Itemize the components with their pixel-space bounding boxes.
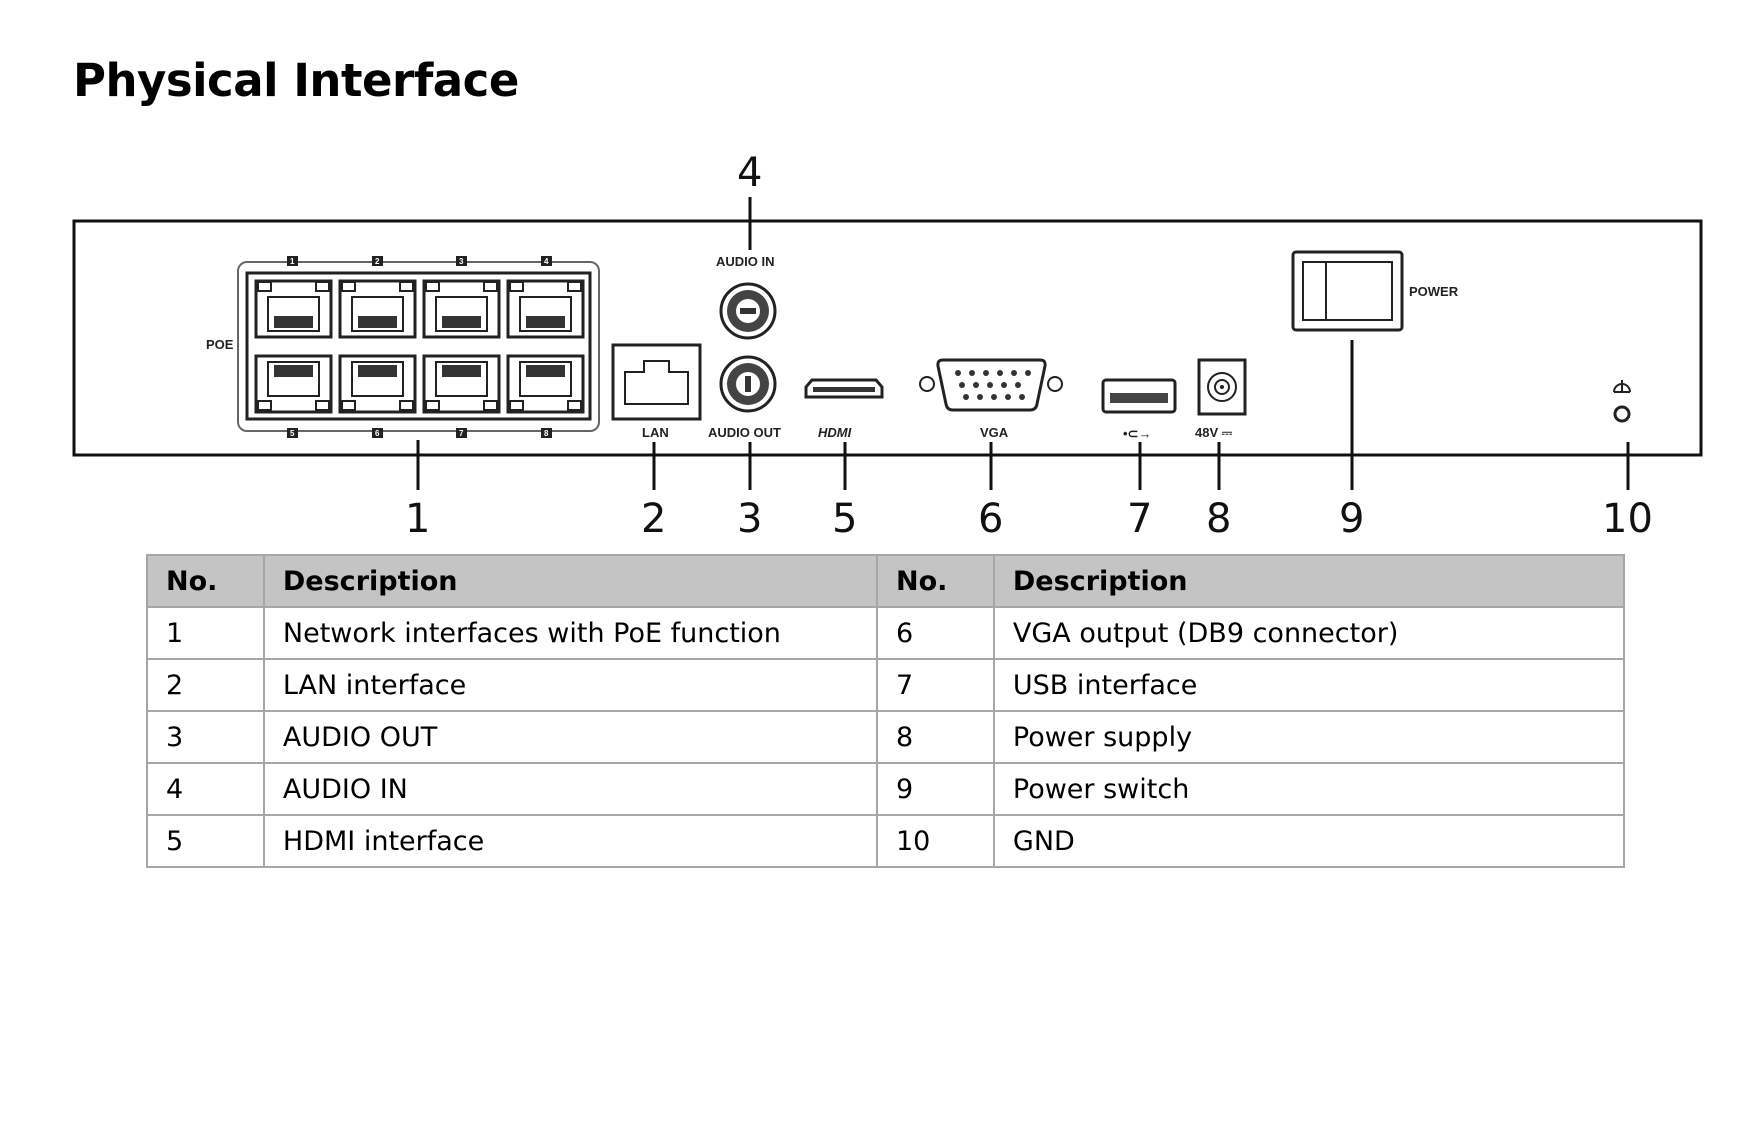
hdmi-label: HDMI [818, 425, 852, 440]
table-row: 2 LAN interface 7 USB interface [146, 658, 1626, 712]
svg-text:5: 5 [290, 429, 295, 438]
audio-in-jack-icon [719, 282, 777, 340]
table-cell: 4 [146, 762, 265, 816]
audio-out-jack-icon [719, 355, 777, 413]
callout-2: 2 [641, 496, 666, 540]
svg-text:7: 7 [459, 429, 464, 438]
rear-panel-diagram: POE 1 2 3 4 5 6 7 8 LAN AUDIO IN [72, 150, 1703, 540]
callout-5: 5 [832, 496, 857, 540]
table-row: 4 AUDIO IN 9 Power switch [146, 762, 1626, 816]
table-cell: USB interface [992, 658, 1626, 712]
audio-in-label: AUDIO IN [716, 254, 775, 269]
rj45-port-icon [254, 279, 333, 339]
table-cell: 10 [876, 814, 995, 868]
callout-lines [416, 197, 1630, 490]
rj45-port-icon [422, 354, 501, 414]
table-row: 5 HDMI interface 10 GND [146, 814, 1626, 868]
callout-8: 8 [1206, 496, 1231, 540]
vga-label: VGA [980, 425, 1009, 440]
power-dc-label: 48V ⎓ [1195, 425, 1233, 440]
rj45-port-icon [338, 279, 417, 339]
header-no-right: No. [876, 554, 995, 608]
power-label: POWER [1409, 284, 1459, 299]
svg-text:8: 8 [544, 429, 549, 438]
table-row: 1 Network interfaces with PoE function 6… [146, 606, 1626, 660]
gnd-terminal-icon [1613, 380, 1631, 423]
header-no-left: No. [146, 554, 265, 608]
callout-4: 4 [737, 150, 762, 196]
dc-power-jack-icon [1197, 358, 1247, 416]
table-cell: AUDIO OUT [262, 710, 879, 764]
table-cell: 2 [146, 658, 265, 712]
lan-label: LAN [642, 425, 669, 440]
usb-port-icon [1101, 378, 1177, 414]
rj45-port-icon [338, 354, 417, 414]
table-cell: Network interfaces with PoE function [262, 606, 879, 660]
table-cell: GND [992, 814, 1626, 868]
svg-text:6: 6 [375, 429, 380, 438]
table-row: 3 AUDIO OUT 8 Power supply [146, 710, 1626, 764]
table-cell: 9 [876, 762, 995, 816]
svg-text:4: 4 [544, 257, 549, 266]
callout-numbers: 1 2 3 4 5 6 7 8 9 10 [405, 150, 1653, 540]
hdmi-port-icon [804, 378, 884, 399]
table-cell: 3 [146, 710, 265, 764]
table-cell: Power switch [992, 762, 1626, 816]
rj45-port-icon [506, 354, 585, 414]
audio-out-label: AUDIO OUT [708, 425, 781, 440]
table-cell: 5 [146, 814, 265, 868]
callout-6: 6 [978, 496, 1003, 540]
power-switch-icon [1291, 250, 1404, 332]
usb-symbol-label: •⊂→ [1123, 426, 1151, 441]
table-header-row: No. Description No. Description [146, 554, 1626, 608]
svg-text:2: 2 [375, 257, 380, 266]
table-cell: 1 [146, 606, 265, 660]
page-title: Physical Interface [73, 54, 519, 107]
rj45-port-icon [506, 279, 585, 339]
callout-9: 9 [1339, 496, 1364, 540]
table-cell: 8 [876, 710, 995, 764]
svg-text:1: 1 [290, 257, 295, 266]
table-cell: LAN interface [262, 658, 879, 712]
poe-port-numbers-bottom: 5 6 7 8 [287, 428, 552, 438]
lan-port-icon [611, 343, 702, 421]
header-description-left: Description [262, 554, 879, 608]
poe-label: POE [206, 337, 234, 352]
table-cell: 6 [876, 606, 995, 660]
poe-port-numbers-top: 1 2 3 4 [287, 256, 552, 266]
table-cell: HDMI interface [262, 814, 879, 868]
table-cell: 7 [876, 658, 995, 712]
table-cell: Power supply [992, 710, 1626, 764]
callout-3: 3 [737, 496, 762, 540]
svg-text:3: 3 [459, 257, 464, 266]
table-cell: AUDIO IN [262, 762, 879, 816]
interface-table: No. Description No. Description 1 Networ… [146, 554, 1626, 868]
callout-10: 10 [1602, 496, 1653, 540]
header-description-right: Description [992, 554, 1626, 608]
rj45-port-icon [422, 279, 501, 339]
poe-port-block: POE 1 2 3 4 5 6 7 8 [206, 256, 600, 438]
vga-port-icon [919, 358, 1063, 412]
callout-7: 7 [1127, 496, 1152, 540]
table-cell: VGA output (DB9 connector) [992, 606, 1626, 660]
rj45-port-icon [254, 354, 333, 414]
callout-1: 1 [405, 496, 430, 540]
